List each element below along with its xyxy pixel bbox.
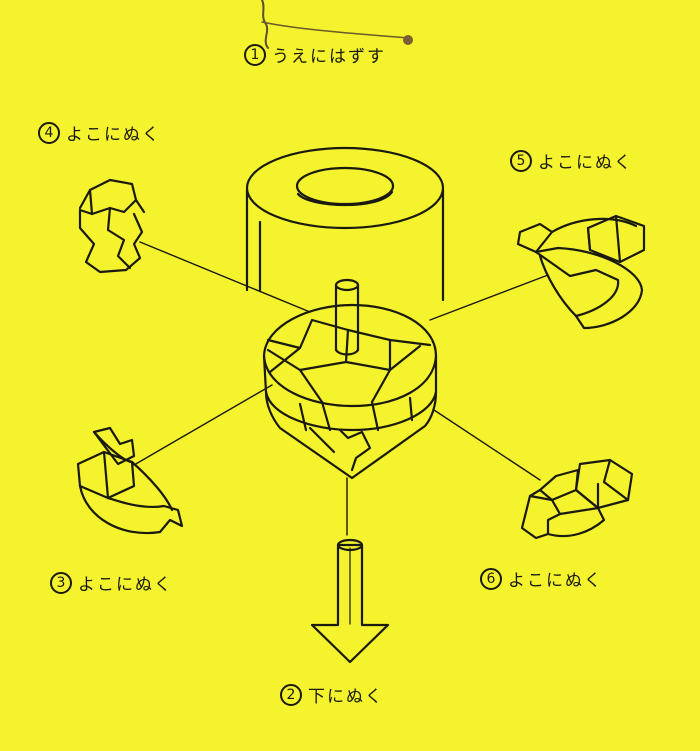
step-4-text: よこにぬく xyxy=(66,125,161,145)
top-ring-piece xyxy=(245,146,445,302)
step-5-label: 5 よこにぬく xyxy=(510,148,633,173)
step-3-text: よこにぬく xyxy=(78,575,173,595)
step-1-text: うえにはずす xyxy=(272,47,386,67)
step-1-label: 1 うえにはずす xyxy=(244,42,386,67)
piece-4-drawing xyxy=(78,178,146,274)
step-6-text: よこにぬく xyxy=(508,571,603,591)
piece-6-drawing xyxy=(520,458,634,540)
step-6-label: 6 よこにぬく xyxy=(480,566,603,591)
step-2-label: 2 下にぬく xyxy=(280,682,384,707)
step-2-text: 下にぬく xyxy=(308,687,384,707)
step-2-number: 2 xyxy=(280,683,302,706)
piece-5-drawing xyxy=(516,214,646,330)
downward-arrow[interactable] xyxy=(310,538,390,664)
step-3-number: 3 xyxy=(50,571,72,594)
step-6-number: 6 xyxy=(480,567,502,590)
step-4-label: 4 よこにぬく xyxy=(38,120,161,145)
step-5-text: よこにぬく xyxy=(538,153,633,173)
spinning-top-assembly xyxy=(262,278,438,480)
step-4-number: 4 xyxy=(38,121,60,144)
step-1-number: 1 xyxy=(244,43,266,66)
step-5-number: 5 xyxy=(510,149,532,172)
hanging-string xyxy=(261,0,413,49)
leader-lines xyxy=(133,241,549,536)
piece-3-drawing xyxy=(76,426,184,535)
step-3-label: 3 よこにぬく xyxy=(50,570,173,595)
